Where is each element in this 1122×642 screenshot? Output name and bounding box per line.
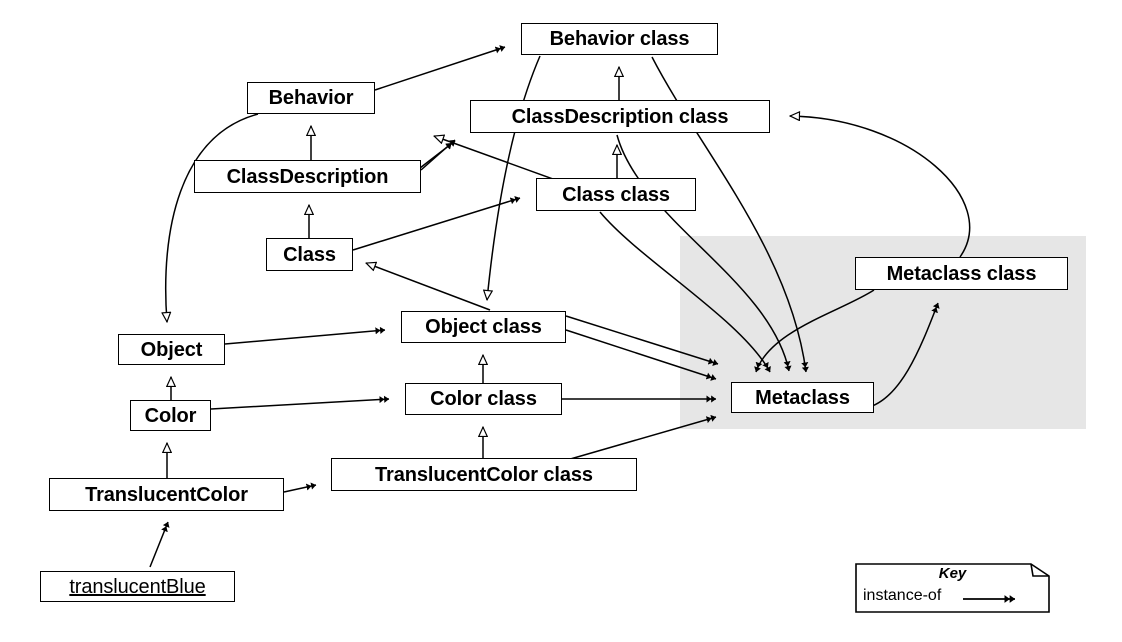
node-label: Color class: [430, 388, 537, 410]
key-note-fold: [1030, 563, 1049, 577]
key-legend-label: instance-of: [863, 587, 942, 604]
node-label: Color: [144, 404, 197, 427]
node-metaclass-class[interactable]: Metaclass class: [855, 257, 1068, 290]
node-translucentblue[interactable]: translucentBlue: [40, 571, 235, 602]
node-label: ClassDescription: [226, 165, 389, 188]
edge-object-class-upper-to-metaclass: [565, 315, 719, 366]
edge-metaclass-class-to-metaclass: [754, 289, 875, 373]
node-label: Behavior: [268, 87, 354, 109]
edge-class-to-class-class: [352, 196, 521, 251]
node-label: Metaclass: [755, 386, 850, 409]
edge-classdescription-class-to-metaclass: [616, 134, 792, 372]
edge-object-to-object-class: [224, 326, 386, 345]
node-label: TranslucentColor: [85, 483, 248, 506]
node-translucentcolor[interactable]: TranslucentColor: [49, 478, 284, 511]
edge-translucentcolor-to-translucentcolor-class: [283, 482, 317, 493]
node-object-class[interactable]: Object class: [401, 311, 566, 343]
node-label: ClassDescription class: [511, 105, 729, 128]
node-behavior[interactable]: Behavior: [247, 82, 375, 114]
node-label: Metaclass class: [886, 262, 1037, 285]
edge-behavior-class-to-metaclass: [651, 56, 809, 373]
edge-behavior-inherits-object: [166, 113, 259, 322]
node-translucentcolor-class[interactable]: TranslucentColor class: [331, 458, 637, 491]
node-label: Behavior class: [549, 28, 690, 50]
node-label: Class class: [562, 183, 670, 206]
node-color[interactable]: Color: [130, 400, 211, 431]
edge-object-class-to-metaclass: [565, 329, 717, 381]
edge-metaclass-to-metaclass-class: [865, 302, 940, 409]
edge-classdescription-long-to-classdescription-class: [419, 140, 456, 169]
edge-metaclass-class-inherits-classdescription-class: [790, 116, 971, 258]
node-label: Object class: [425, 316, 542, 338]
key-note-outline: [855, 563, 1050, 613]
node-label: translucentBlue: [69, 575, 206, 598]
edge-color-to-color-class: [210, 395, 390, 410]
edge-translucentcolor-class-to-metaclass: [559, 414, 717, 463]
node-behavior-class[interactable]: Behavior class: [521, 23, 718, 55]
node-classdescription-class[interactable]: ClassDescription class: [470, 100, 770, 133]
key-title: Key: [938, 565, 967, 582]
edge-behavior-class-inherits-object-class: [487, 55, 541, 300]
edge-class-inherits-object-class-diag: [366, 263, 491, 311]
edge-class-class-to-metaclass: [599, 211, 771, 373]
node-label: Object: [140, 338, 203, 361]
key-legend: Key instance-of: [855, 563, 1050, 613]
node-label: TranslucentColor class: [375, 463, 593, 486]
node-class-class[interactable]: Class class: [536, 178, 696, 211]
node-class[interactable]: Class: [266, 238, 353, 271]
node-label: Class: [283, 243, 336, 266]
node-classdescription[interactable]: ClassDescription: [194, 160, 421, 193]
node-metaclass[interactable]: Metaclass: [731, 382, 874, 413]
edge-translucentblue-to-translucentcolor: [149, 521, 170, 568]
node-object[interactable]: Object: [118, 334, 225, 365]
node-color-class[interactable]: Color class: [405, 383, 562, 415]
edge-behavior-to-behavior-class: [374, 45, 506, 91]
